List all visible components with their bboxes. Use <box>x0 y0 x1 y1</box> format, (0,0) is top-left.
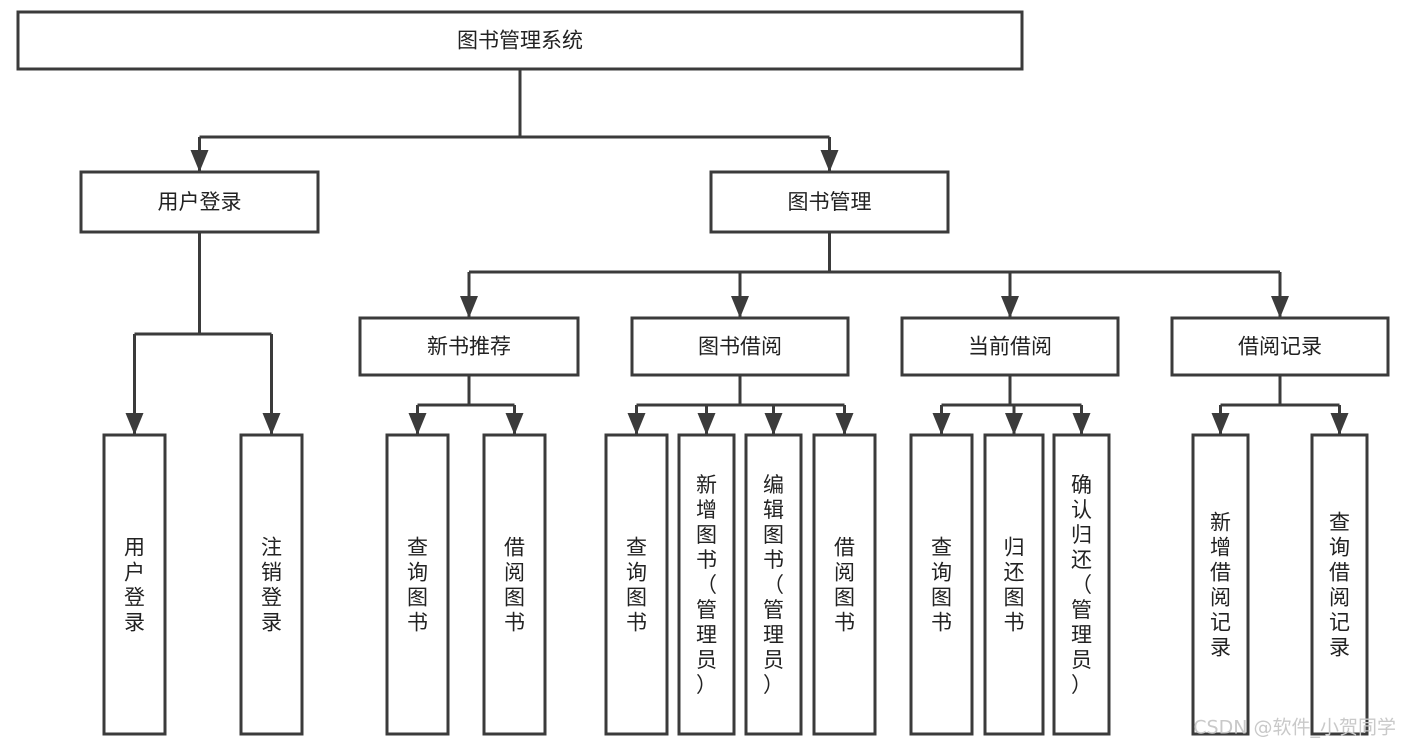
node-label-root: 图书管理系统 <box>457 29 583 53</box>
arrow-head-icon <box>125 413 144 435</box>
node-layer: 图书管理系统用户登录图书管理新书推荐图书借阅当前借阅借阅记录用户登录注销登录查询… <box>16 10 1390 736</box>
node-box-user-login <box>79 170 320 234</box>
node-new-book-rec[interactable]: 新书推荐 <box>358 316 580 377</box>
node-user-login[interactable]: 用户登录 <box>79 170 320 234</box>
node-label-l-cb-confirm: 确认归还（管理员） <box>1071 473 1092 697</box>
arrow-head-icon <box>764 413 783 435</box>
node-l-cb-return[interactable]: 归还图书 <box>983 433 1045 736</box>
node-l-cb-query[interactable]: 查询图书 <box>909 433 974 736</box>
node-box-book-borrow <box>630 316 850 377</box>
connector-root-to-level1 <box>190 69 839 172</box>
node-label-l-bb-borrow: 借阅图书 <box>834 536 855 635</box>
node-box-l-nbr-query <box>385 433 450 736</box>
node-leaf-user-login[interactable]: 用户登录 <box>102 433 167 736</box>
node-box-root <box>16 10 1024 71</box>
arrow-head-icon <box>697 413 716 435</box>
node-label-book-manage: 图书管理 <box>788 190 872 214</box>
arrow-head-icon <box>1211 413 1230 435</box>
node-box-l-bb-query <box>604 433 669 736</box>
node-box-current-borrow <box>900 316 1120 377</box>
node-label-l-cb-query: 查询图书 <box>931 536 952 635</box>
node-current-borrow[interactable]: 当前借阅 <box>900 316 1120 377</box>
arrow-head-icon <box>190 150 209 172</box>
node-l-br-add[interactable]: 新增借阅记录 <box>1191 433 1250 736</box>
node-label-current-borrow: 当前借阅 <box>968 335 1052 359</box>
node-label-l-br-add: 新增借阅记录 <box>1210 511 1231 660</box>
node-l-nbr-query[interactable]: 查询图书 <box>385 433 450 736</box>
connector-new-book-rec-to-leaves <box>408 375 524 435</box>
node-label-l-nbr-query: 查询图书 <box>407 536 428 635</box>
node-label-leaf-user-login: 用户登录 <box>124 536 145 635</box>
node-box-l-cb-confirm <box>1052 433 1111 736</box>
node-leaf-logout[interactable]: 注销登录 <box>239 433 304 736</box>
node-borrow-record[interactable]: 借阅记录 <box>1170 316 1390 377</box>
connector-layer <box>125 69 1349 435</box>
node-label-l-bb-query: 查询图书 <box>626 536 647 635</box>
node-box-leaf-user-login <box>102 433 167 736</box>
node-label-leaf-logout: 注销登录 <box>261 536 282 635</box>
connector-borrow-record-to-leaves <box>1211 375 1349 435</box>
arrow-head-icon <box>731 296 749 318</box>
node-l-nbr-borrow[interactable]: 借阅图书 <box>482 433 547 736</box>
node-box-l-br-add <box>1191 433 1250 736</box>
connector-book-manage-to-level2 <box>460 232 1289 318</box>
node-l-cb-confirm[interactable]: 确认归还（管理员） <box>1052 433 1111 736</box>
node-label-l-bb-add: 新增图书（管理员） <box>696 473 717 697</box>
node-label-l-nbr-borrow: 借阅图书 <box>504 536 525 635</box>
node-box-l-nbr-borrow <box>482 433 547 736</box>
node-box-l-bb-add <box>677 433 736 736</box>
node-box-book-manage <box>709 170 950 234</box>
arrow-head-icon <box>1330 413 1349 435</box>
node-l-bb-borrow[interactable]: 借阅图书 <box>812 433 877 736</box>
arrow-head-icon <box>1001 296 1019 318</box>
arrow-head-icon <box>1271 296 1289 318</box>
node-box-new-book-rec <box>358 316 580 377</box>
node-label-user-login: 用户登录 <box>158 190 242 214</box>
node-l-br-query[interactable]: 查询借阅记录 <box>1310 433 1369 736</box>
node-l-bb-add[interactable]: 新增图书（管理员） <box>677 433 736 736</box>
arrow-head-icon <box>820 150 839 172</box>
node-label-l-br-query: 查询借阅记录 <box>1329 511 1350 660</box>
arrow-head-icon <box>262 413 281 435</box>
arrow-head-icon <box>835 413 854 435</box>
node-book-manage[interactable]: 图书管理 <box>709 170 950 234</box>
node-box-l-cb-query <box>909 433 974 736</box>
arrow-head-icon <box>505 413 524 435</box>
node-box-leaf-logout <box>239 433 304 736</box>
node-label-l-bb-edit: 编辑图书（管理员） <box>763 473 784 697</box>
node-label-book-borrow: 图书借阅 <box>698 335 782 359</box>
node-root[interactable]: 图书管理系统 <box>16 10 1024 71</box>
node-l-bb-query[interactable]: 查询图书 <box>604 433 669 736</box>
node-box-borrow-record <box>1170 316 1390 377</box>
connector-book-borrow-to-leaves <box>627 375 854 435</box>
node-box-l-bb-borrow <box>812 433 877 736</box>
connector-current-borrow-to-leaves <box>932 375 1091 435</box>
node-label-borrow-record: 借阅记录 <box>1238 335 1322 359</box>
node-box-l-br-query <box>1310 433 1369 736</box>
node-l-bb-edit[interactable]: 编辑图书（管理员） <box>744 433 803 736</box>
node-box-l-bb-edit <box>744 433 803 736</box>
arrow-head-icon <box>932 413 951 435</box>
watermark-label: CSDN @软件_小贺同学 <box>1193 717 1396 739</box>
arrow-head-icon <box>1072 413 1091 435</box>
arrow-head-icon <box>460 296 478 318</box>
arrow-head-icon <box>1005 413 1023 435</box>
connector-user-login-to-leaves <box>125 232 281 435</box>
node-label-l-cb-return: 归还图书 <box>1004 536 1025 635</box>
node-book-borrow[interactable]: 图书借阅 <box>630 316 850 377</box>
arrow-head-icon <box>627 413 646 435</box>
arrow-head-icon <box>408 413 427 435</box>
node-box-l-cb-return <box>983 433 1045 736</box>
node-label-new-book-rec: 新书推荐 <box>427 335 511 359</box>
